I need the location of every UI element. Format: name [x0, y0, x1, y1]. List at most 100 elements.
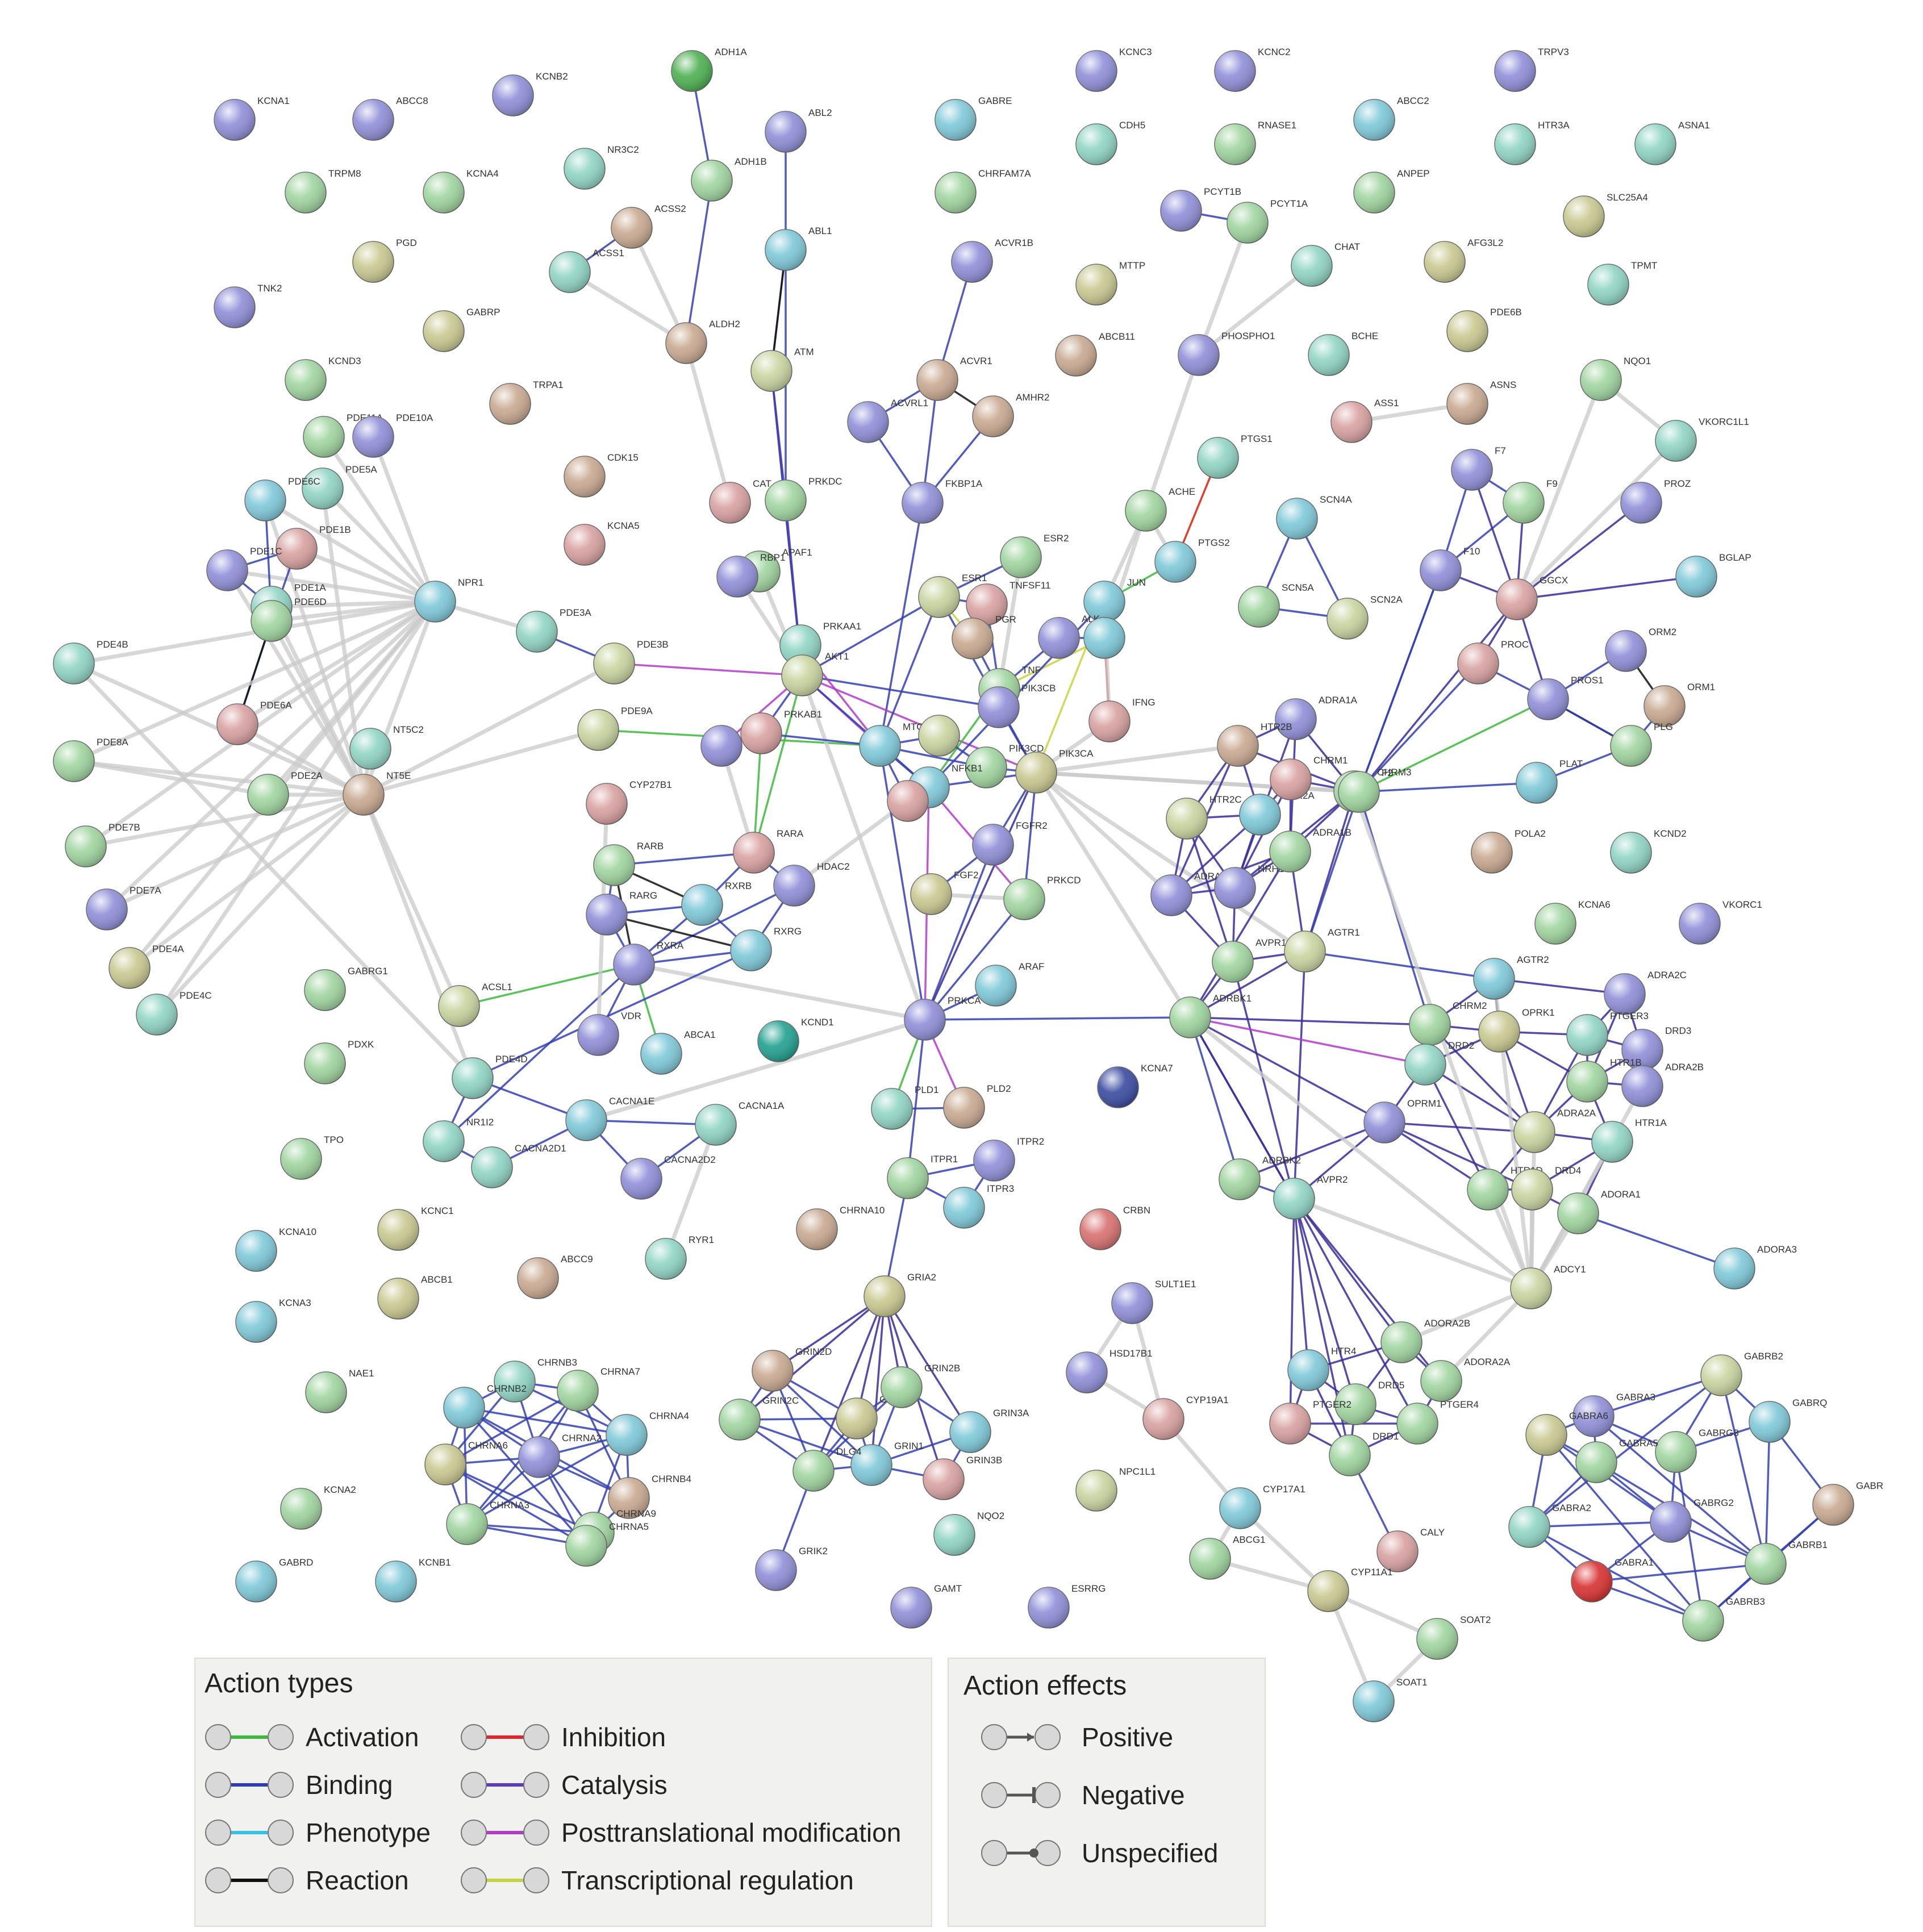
- node-hdac2[interactable]: HDAC2: [773, 861, 850, 907]
- node-htr4[interactable]: HTR4: [1287, 1346, 1356, 1391]
- node-pde6a[interactable]: PDE6A: [216, 700, 292, 745]
- node-cacna2d1[interactable]: CACNA2D1: [471, 1143, 566, 1188]
- node-grin1[interactable]: GRIN1: [850, 1441, 924, 1486]
- node-chrna6[interactable]: CHRNA6: [424, 1440, 508, 1485]
- node-adra2a[interactable]: ADRA2A: [1513, 1108, 1596, 1153]
- node-pola2[interactable]: POLA2: [1471, 828, 1546, 874]
- node-htr1d[interactable]: HTR1D: [1467, 1165, 1543, 1211]
- node-scn4a[interactable]: SCN4A: [1276, 494, 1352, 540]
- node-gabra6[interactable]: GABRA6: [1525, 1411, 1608, 1456]
- node-ptgs2[interactable]: PTGS2: [1154, 537, 1230, 583]
- node-kcna6[interactable]: KCNA6: [1534, 899, 1611, 945]
- node-sult1e1[interactable]: SULT1E1: [1111, 1279, 1196, 1324]
- node-soat1[interactable]: SOAT1: [1353, 1677, 1427, 1722]
- node-adora1[interactable]: ADORA1: [1557, 1189, 1641, 1234]
- node-htr2a[interactable]: HTR2A: [1239, 790, 1315, 836]
- node-kcna2[interactable]: KCNA2: [280, 1484, 356, 1530]
- node-gabrq[interactable]: GABRQ: [1749, 1397, 1827, 1443]
- node-abcc9[interactable]: ABCC9: [517, 1254, 593, 1299]
- node-pde3b[interactable]: PDE3B: [593, 639, 669, 685]
- node-gabre[interactable]: GABRE: [935, 95, 1012, 141]
- node-adra1a[interactable]: ADRA1A: [1275, 695, 1358, 740]
- node-fgfr2[interactable]: FGFR2: [972, 820, 1048, 866]
- node-soat2[interactable]: SOAT2: [1416, 1614, 1491, 1660]
- node-pcyt1b[interactable]: PCYT1B: [1160, 186, 1241, 232]
- node-chrna10[interactable]: CHRNA10: [796, 1205, 885, 1250]
- node-aldh2[interactable]: ALDH2: [665, 319, 740, 364]
- node-pik3cd[interactable]: PIK3CD: [965, 743, 1044, 788]
- node-adrbk1[interactable]: ADRBK1: [1169, 993, 1252, 1038]
- node-gabra1[interactable]: GABRA1: [1571, 1557, 1654, 1603]
- node-trpm8[interactable]: TRPM8: [285, 168, 361, 214]
- node-gabrg2[interactable]: GABRG2: [1650, 1497, 1734, 1543]
- node-atm[interactable]: ATM: [750, 347, 814, 392]
- node-drd2[interactable]: DRD2: [1404, 1040, 1474, 1086]
- node-gabrb3[interactable]: GABRB3: [1682, 1596, 1765, 1642]
- node-abcb1[interactable]: ABCB1: [377, 1274, 453, 1320]
- node-avpr2[interactable]: AVPR2: [1273, 1174, 1348, 1220]
- node-pde7b[interactable]: PDE7B: [65, 822, 140, 867]
- node-abcg1[interactable]: ABCG1: [1189, 1534, 1266, 1580]
- node-kcnb2[interactable]: KCNB2: [492, 71, 568, 116]
- node-npc1l1[interactable]: NPC1L1: [1075, 1466, 1156, 1512]
- node-kcnd2[interactable]: KCND2: [1610, 828, 1687, 874]
- node-vkorc1l1[interactable]: VKORC1L1: [1655, 416, 1749, 462]
- node-gabrg3[interactable]: GABRG3: [1655, 1428, 1739, 1473]
- node-htr3a[interactable]: HTR3A: [1494, 120, 1570, 165]
- node-pde3a[interactable]: PDE3A: [516, 607, 591, 653]
- node-rnase1[interactable]: RNASE1: [1214, 120, 1296, 165]
- node-oprm1[interactable]: OPRM1: [1363, 1098, 1441, 1144]
- node-adora2a[interactable]: ADORA2A: [1420, 1357, 1511, 1402]
- node-oprk1[interactable]: OPRK1: [1478, 1007, 1555, 1053]
- node-tnk2[interactable]: TNK2: [214, 283, 282, 328]
- node-asna1[interactable]: ASNA1: [1634, 120, 1710, 165]
- node-abl1[interactable]: ABL1: [765, 226, 832, 271]
- node-htr1a[interactable]: HTR1A: [1591, 1117, 1667, 1163]
- node-htr2b[interactable]: HTR2B: [1217, 721, 1292, 767]
- node-orm1[interactable]: ORM1: [1643, 682, 1715, 727]
- node-trpv3[interactable]: TRPV3: [1494, 47, 1569, 92]
- node-hrh1[interactable]: HRH1: [1214, 863, 1284, 909]
- node-alk2[interactable]: [1083, 617, 1125, 659]
- node-kcnd1[interactable]: KCND1: [757, 1017, 834, 1062]
- node-chat[interactable]: CHAT: [1291, 241, 1360, 287]
- node-pde7a[interactable]: PDE7A: [86, 885, 161, 930]
- node-agtr1[interactable]: AGTR1: [1284, 927, 1360, 973]
- node-drd5[interactable]: DRD5: [1334, 1380, 1404, 1425]
- node-gabrb2[interactable]: GABRB2: [1700, 1351, 1783, 1396]
- node-rbp1[interactable]: RBP1: [716, 552, 785, 598]
- node-kcna4[interactable]: KCNA4: [423, 168, 499, 214]
- node-araf[interactable]: ARAF: [975, 961, 1044, 1007]
- node-cyp19a1[interactable]: CYP19A1: [1142, 1395, 1229, 1440]
- node-proz[interactable]: PROZ: [1620, 478, 1691, 524]
- node-kcnd3[interactable]: KCND3: [285, 356, 361, 401]
- node-adora3[interactable]: ADORA3: [1713, 1244, 1797, 1290]
- node-adrbk2[interactable]: ADRBK2: [1219, 1155, 1301, 1200]
- node-acss2[interactable]: ACSS2: [611, 203, 686, 249]
- node-trpa1[interactable]: TRPA1: [489, 379, 564, 425]
- node-kcnc1[interactable]: KCNC1: [377, 1205, 454, 1251]
- node-agtr2[interactable]: AGTR2: [1473, 954, 1549, 1000]
- node-fgf2[interactable]: FGF2: [910, 870, 978, 915]
- node-amhr2[interactable]: AMHR2: [972, 392, 1050, 437]
- node-chrnb3[interactable]: CHRNB3: [494, 1357, 577, 1403]
- node-gabra5[interactable]: GABRA5: [1575, 1438, 1658, 1483]
- node-jun[interactable]: JUN: [1083, 577, 1146, 623]
- node-gamt[interactable]: GAMT: [890, 1583, 962, 1629]
- node-ryr1[interactable]: RYR1: [645, 1234, 714, 1280]
- node-gabra3[interactable]: GABRA3: [1572, 1392, 1655, 1437]
- node-pde4d[interactable]: PDE4D: [452, 1054, 528, 1099]
- node-pde8a[interactable]: PDE8A: [53, 737, 128, 782]
- node-grin3a[interactable]: GRIN3A: [949, 1408, 1029, 1453]
- node-chrm2[interactable]: CHRM2: [1409, 1000, 1487, 1046]
- node-kcna5[interactable]: KCNA5: [564, 520, 640, 566]
- node-cacna2d2[interactable]: CACNA2D2: [620, 1154, 716, 1200]
- node-f9[interactable]: F9: [1503, 478, 1558, 524]
- node-gabrp[interactable]: GABRP: [423, 307, 500, 352]
- node-mtor2[interactable]: [918, 715, 960, 757]
- node-nt5e[interactable]: NT5E: [343, 770, 411, 816]
- node-ifng[interactable]: IFNG: [1088, 697, 1156, 742]
- node-crbn[interactable]: CRBN: [1079, 1205, 1150, 1250]
- node-nt5c2[interactable]: NT5C2: [349, 724, 424, 770]
- node-phospho1[interactable]: PHOSPHO1: [1178, 331, 1275, 376]
